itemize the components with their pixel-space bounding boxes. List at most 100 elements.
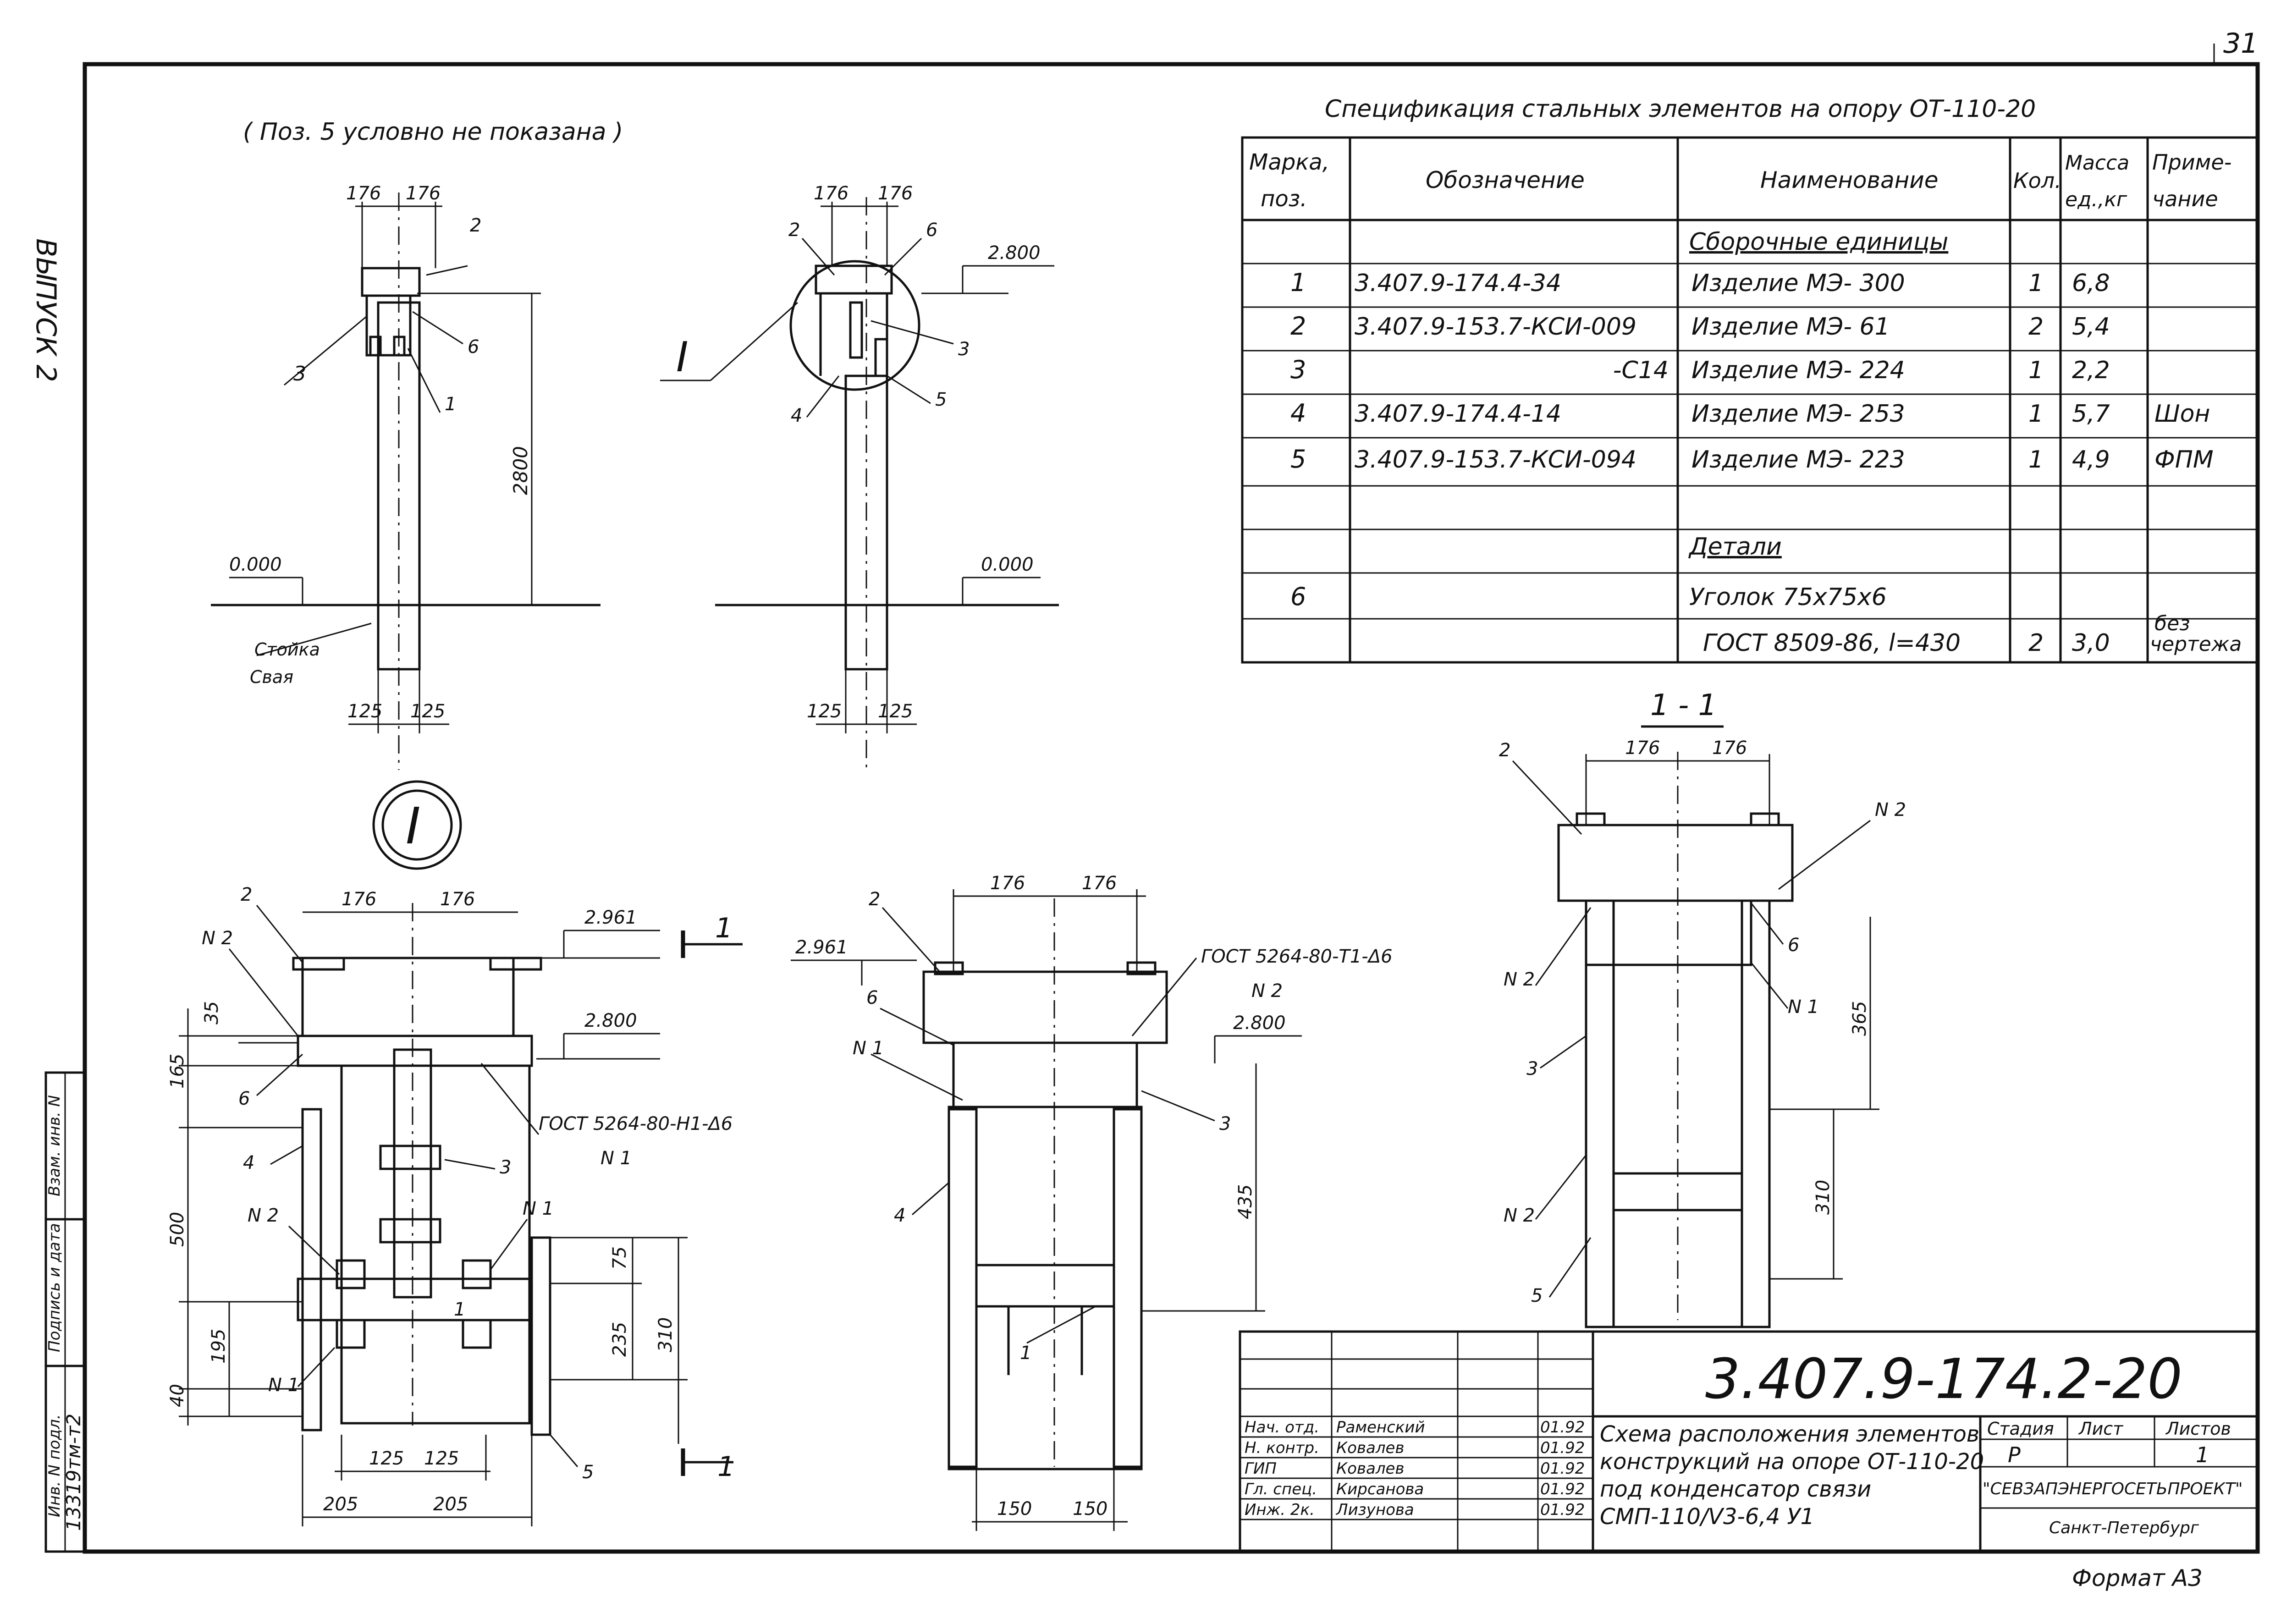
svg-text:176: 176 [1082, 873, 1117, 894]
svg-text:4: 4 [894, 1205, 905, 1226]
svg-text:125: 125 [424, 1448, 459, 1469]
svg-text:СМП-110/V3-6,4 У1: СМП-110/V3-6,4 У1 [1600, 1504, 1814, 1530]
spec-cell-mass: 6,8 [2072, 270, 2110, 297]
spec-cell-name: ГОСТ 8509-86, l=430 [1703, 629, 1961, 657]
spec-cell-qty: 1 [2028, 357, 2044, 384]
detail-front: 176 176 2.961 2.800 1 1 2 N 2 6 ГОСТ 526… [167, 884, 743, 1526]
svg-text:235: 235 [609, 1322, 630, 1357]
stamp-name: Лизунова [1335, 1501, 1414, 1519]
spec-cell-designation: 3.407.9-153.7-КСИ-094 [1355, 446, 1636, 473]
svg-text:N 1: N 1 [268, 1375, 299, 1396]
svg-text:Сборочные единицы: Сборочные единицы [1689, 228, 1948, 256]
title-block: 3.407.9-174.2-20 Схема расположения элем… [1239, 1330, 2259, 1553]
stamp-name: Ковалев [1336, 1459, 1405, 1478]
svg-text:176: 176 [346, 183, 381, 204]
svg-text:Масса: Масса [2065, 151, 2129, 175]
spec-cell-mass: 3,0 [2072, 629, 2110, 657]
svg-text:3.407.9-174.2-20: 3.407.9-174.2-20 [1705, 1348, 2182, 1411]
svg-text:N 1: N 1 [523, 1198, 554, 1219]
svg-text:2.800: 2.800 [1233, 1013, 1286, 1034]
spec-cell-qty: 1 [2028, 446, 2044, 473]
svg-text:150: 150 [997, 1498, 1032, 1519]
svg-text:чание: чание [2152, 187, 2218, 211]
svg-text:1 - 1: 1 - 1 [1650, 688, 1717, 722]
spec-cell-note: ФПМ [2154, 446, 2214, 473]
svg-text:Санкт-Петербург: Санкт-Петербург [2049, 1519, 2199, 1537]
stamp-date: 01.92 [1540, 1418, 1585, 1437]
svg-text:ГОСТ 5264-80-Н1-Δ6: ГОСТ 5264-80-Н1-Δ6 [539, 1113, 733, 1134]
spec-cell-mass: 2,2 [2072, 357, 2110, 384]
svg-text:435: 435 [1235, 1184, 1256, 1219]
svg-text:Взам. инв. N: Взам. инв. N [45, 1095, 64, 1196]
svg-text:0.000: 0.000 [229, 554, 282, 575]
svg-text:5: 5 [582, 1462, 594, 1483]
stamp-date: 01.92 [1540, 1480, 1585, 1498]
svg-text:150: 150 [1073, 1498, 1107, 1519]
spec-cell-mass: 5,7 [2072, 400, 2110, 428]
spec-cell-mark: 1 [1290, 268, 1306, 297]
svg-text:0.000: 0.000 [981, 554, 1034, 575]
detail-side: 176 176 2.961 2.800 ГОСТ 5264-80-Т1-Δ6 N… [791, 873, 1393, 1531]
svg-text:ГОСТ 5264-80-Т1-Δ6: ГОСТ 5264-80-Т1-Δ6 [1201, 946, 1393, 967]
stamp-name: Ковалев [1336, 1439, 1405, 1457]
svg-text:165: 165 [167, 1054, 188, 1089]
svg-text:Стадия: Стадия [1987, 1419, 2054, 1439]
svg-text:3: 3 [1526, 1058, 1538, 1079]
svg-text:125: 125 [878, 701, 913, 722]
svg-text:3: 3 [500, 1157, 511, 1178]
svg-text:6: 6 [1788, 935, 1799, 956]
svg-text:2.800: 2.800 [988, 242, 1041, 264]
spec-cell-mark: 3 [1290, 355, 1306, 384]
svg-text:2: 2 [470, 215, 481, 236]
svg-text:Наименование: Наименование [1760, 167, 1939, 193]
svg-text:1: 1 [715, 912, 733, 944]
spec-cell-designation: 3.407.9-174.4-14 [1355, 400, 1561, 428]
svg-text:365: 365 [1849, 1001, 1870, 1036]
svg-text:Подпись и дата: Подпись и дата [45, 1223, 64, 1352]
svg-text:Схема расположения элементов: Схема расположения элементов [1600, 1421, 1979, 1447]
left-stamp-strip: Взам. инв. N Подпись и дата Инв. N подл.… [44, 1071, 86, 1553]
spec-cell-note: чертежа [2150, 633, 2242, 656]
svg-text:1: 1 [717, 1451, 735, 1483]
svg-text:176: 176 [878, 183, 913, 204]
svg-text:205: 205 [323, 1494, 358, 1515]
svg-text:5: 5 [1531, 1285, 1543, 1306]
svg-text:Стойка: Стойка [254, 639, 320, 660]
spec-cell-designation: -С14 [1613, 357, 1669, 384]
spec-cell-name: Изделие МЭ- 224 [1691, 357, 1905, 384]
spec-cell-qty: 2 [2028, 629, 2044, 657]
svg-text:Марка,: Марка, [1249, 149, 1329, 175]
stamp-role: Н. контр. [1245, 1439, 1319, 1457]
stamp-people: Нач. отд. Раменский 01.92 Н. контр. Ковалев 0… [1245, 1418, 1585, 1519]
svg-text:2.800: 2.800 [584, 1010, 637, 1031]
svg-text:Лист: Лист [2078, 1419, 2124, 1439]
svg-text:под конденсатор связи: под конденсатор связи [1600, 1476, 1871, 1502]
svg-text:4: 4 [791, 405, 802, 426]
svg-text:205: 205 [433, 1494, 468, 1515]
spec-cell-mass: 5,4 [2072, 313, 2110, 341]
svg-text:I: I [676, 333, 689, 381]
svg-text:195: 195 [208, 1329, 229, 1364]
detail-marker: I [372, 780, 462, 870]
svg-text:2800: 2800 [509, 446, 532, 495]
section-1-1: 1 - 1 176 176 365 310 2 N 2 6 N 1 N 2 3 [1499, 688, 1906, 1328]
svg-text:N 1: N 1 [601, 1148, 632, 1169]
spec-title: Спецификация стальных элементов на опору… [1325, 95, 2036, 123]
svg-text:N 2: N 2 [1251, 980, 1283, 1002]
spec-cell-name: Изделие МЭ- 253 [1691, 400, 1905, 428]
stamp-role: Нач. отд. [1245, 1418, 1319, 1437]
front-view: 176 176 2800 0.000 3 2 6 1 Стойка Свая 1… [211, 183, 601, 770]
stamp-date: 01.92 [1540, 1439, 1585, 1457]
svg-text:"СЕВЗАПЭНЕРГОСЕТЬПРОЕКТ": "СЕВЗАПЭНЕРГОСЕТЬПРОЕКТ" [1983, 1480, 2243, 1498]
spec-cell-name: Изделие МЭ- 61 [1691, 313, 1890, 341]
svg-text:ед.,кг: ед.,кг [2065, 188, 2127, 211]
svg-text:I: I [406, 797, 420, 855]
svg-text:40: 40 [167, 1384, 188, 1407]
svg-text:176: 176 [342, 889, 376, 910]
svg-text:N 2: N 2 [248, 1205, 279, 1226]
svg-text:4: 4 [243, 1152, 254, 1173]
stamp-name: Раменский [1336, 1418, 1425, 1437]
svg-text:Листов: Листов [2165, 1419, 2231, 1439]
svg-text:125: 125 [410, 701, 445, 722]
svg-text:125: 125 [807, 701, 842, 722]
